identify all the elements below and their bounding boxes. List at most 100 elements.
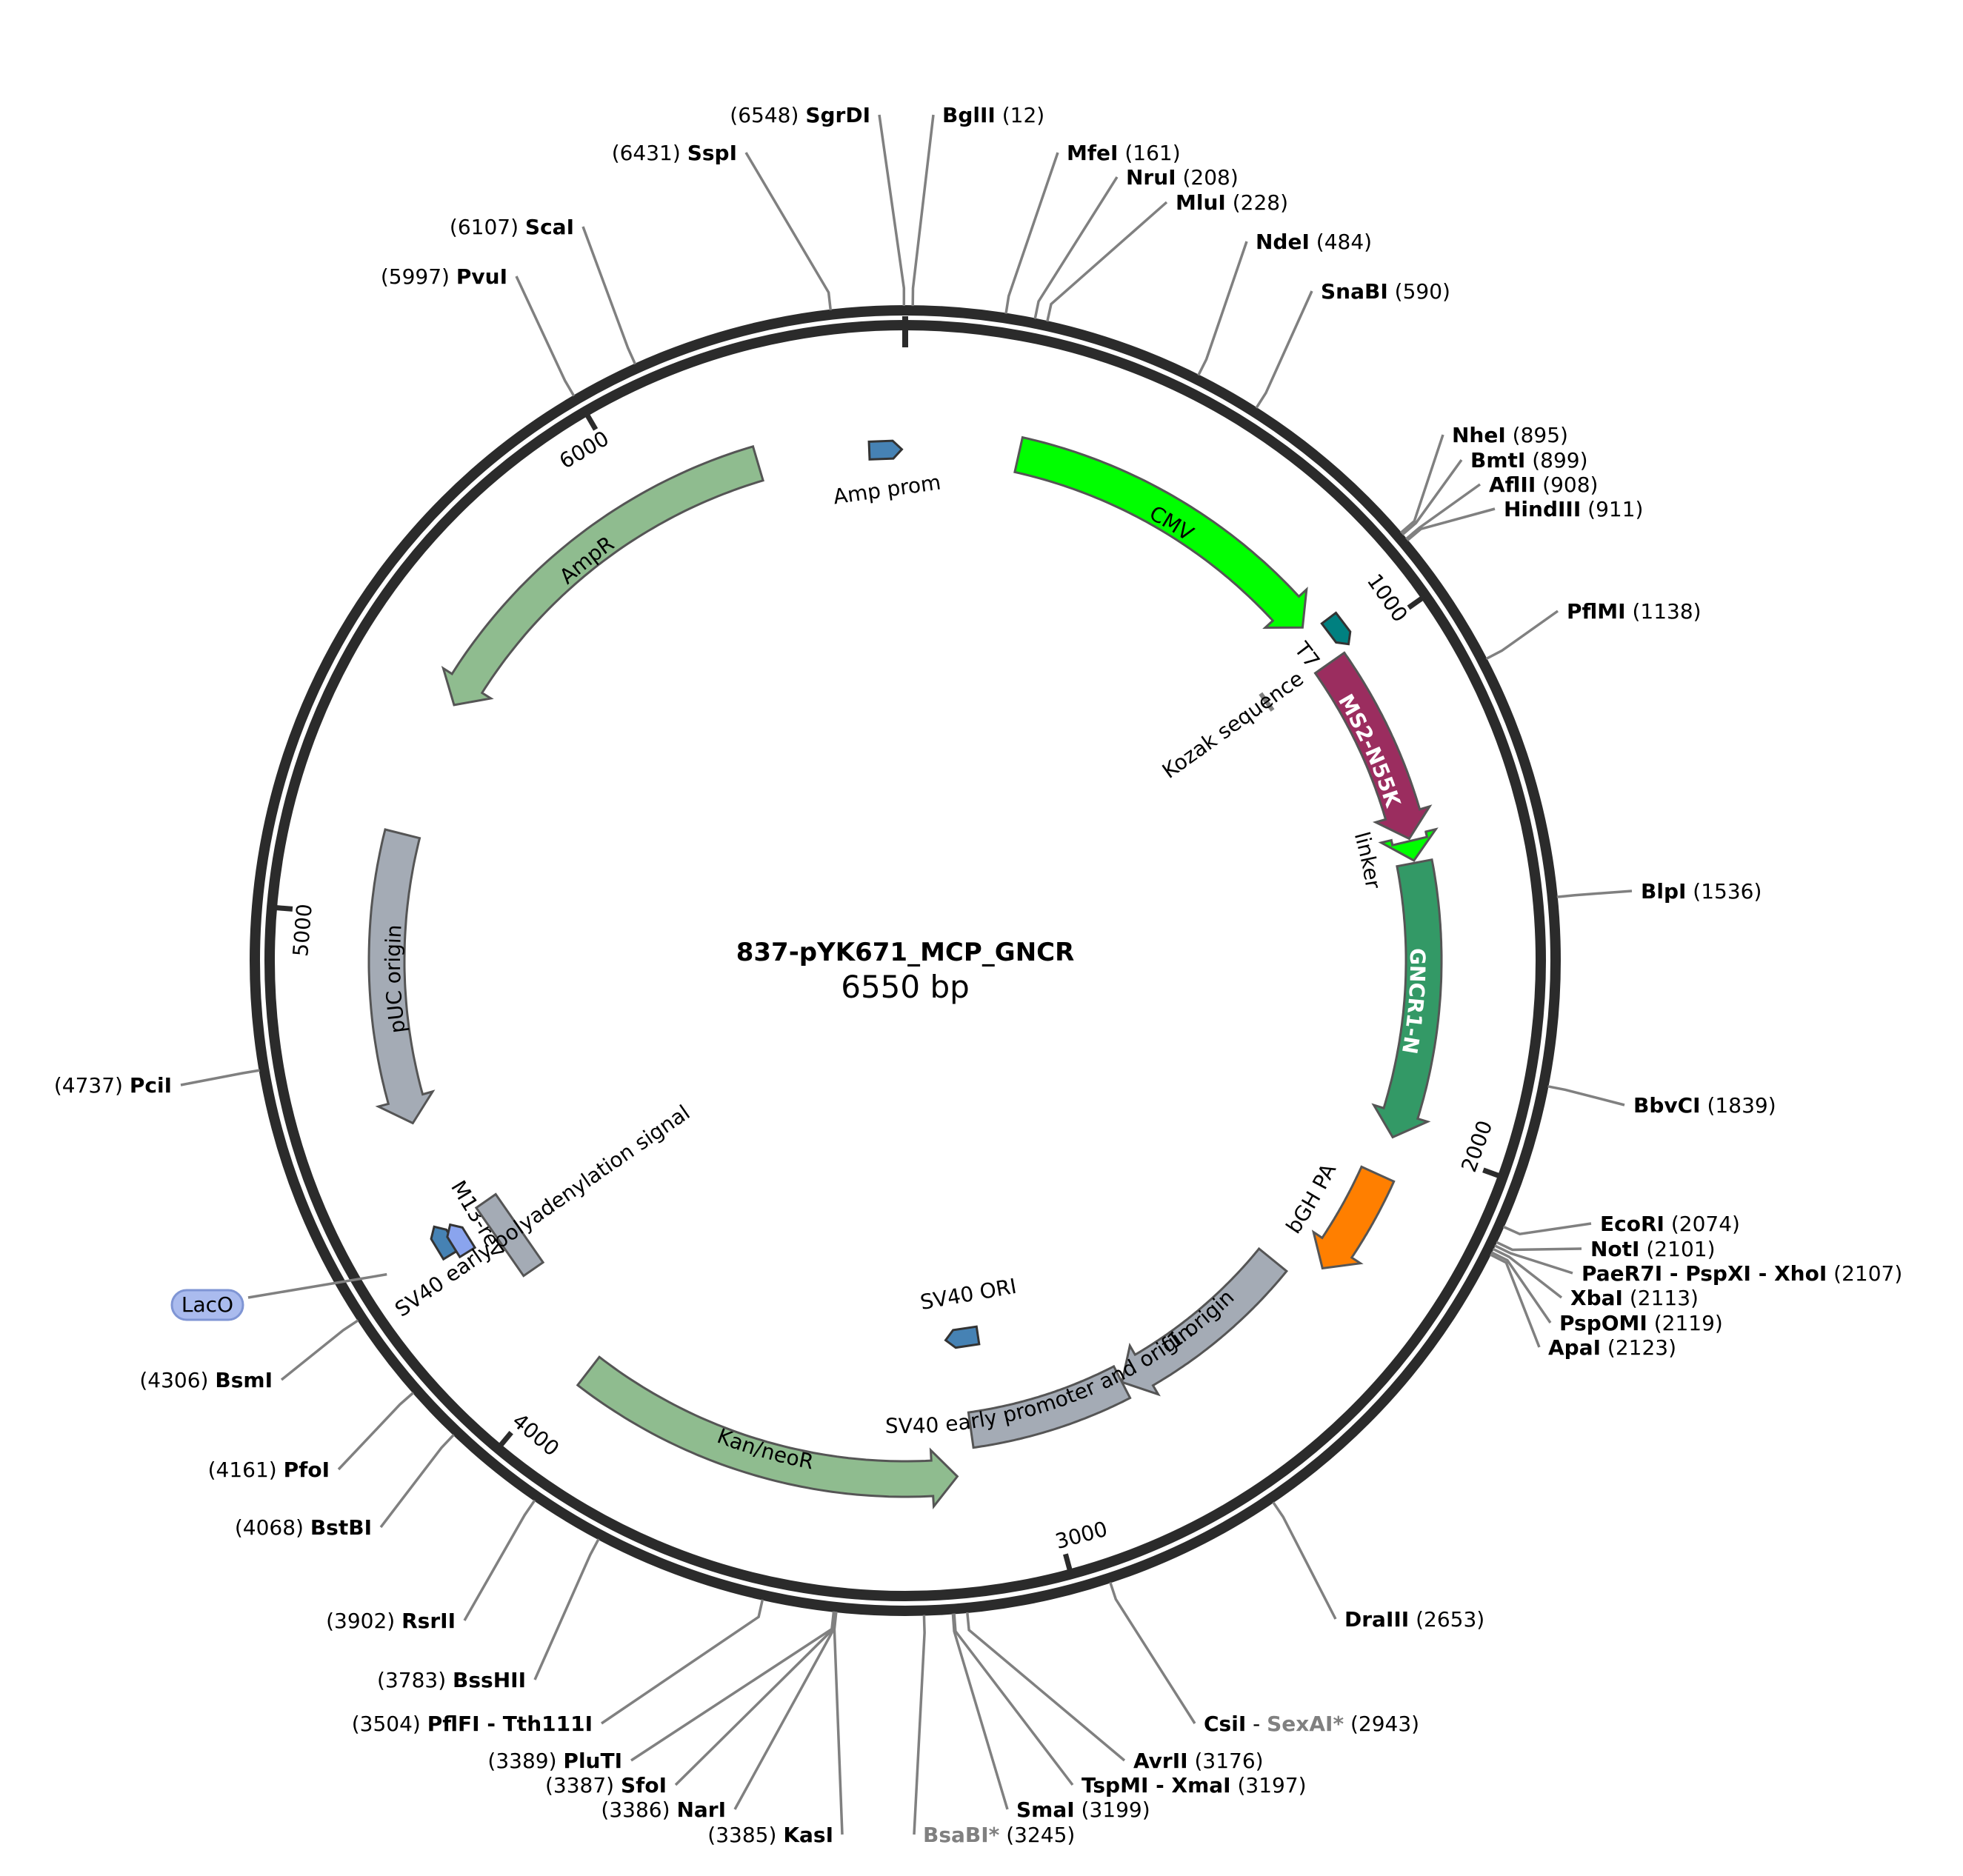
feature-puc-origin (367, 828, 436, 1125)
tick-2000 (1482, 1167, 1502, 1179)
leader-bmti (1402, 458, 1463, 536)
site-mlui: MluI (228) (1176, 190, 1288, 215)
leader-sgrdi (878, 114, 906, 306)
site-apai: ApaI (2123) (1548, 1335, 1676, 1360)
site-blpi: BlpI (1536) (1641, 879, 1762, 904)
leader-scai (581, 226, 637, 365)
site-noti: NotI (2101) (1590, 1237, 1716, 1261)
leader-paer7i-pspxi-xhoi (1494, 1244, 1573, 1275)
small-feature-label-kozak-sequence: Kozak sequence (1158, 666, 1308, 783)
leader-aflii (1405, 483, 1482, 541)
leader-avrii (966, 1612, 1126, 1762)
site-leaders (180, 114, 1633, 1835)
small-feature-t7 (1320, 611, 1352, 646)
site-snabi: SnaBI (590) (1321, 279, 1450, 304)
leader-pspomi (1490, 1251, 1552, 1323)
laco-leader (247, 1272, 387, 1299)
leader-csii (1109, 1581, 1196, 1724)
tick-3000 (1063, 1553, 1073, 1574)
site-scai: (6107) ScaI (450, 215, 574, 239)
site-bsshii: (3783) BssHII (377, 1668, 526, 1692)
site-smai: SmaI (3199) (1016, 1797, 1150, 1822)
site-bglii: BglII (12) (942, 103, 1044, 127)
feature-f1-origin (1120, 1246, 1289, 1397)
laco-pill (170, 1289, 244, 1321)
leader-rsrii (463, 1499, 536, 1621)
site-bmti: BmtI (899) (1470, 448, 1588, 473)
site-paer7i-pspxi-xhoi: PaeR7I - PspXI - XhoI (2107) (1582, 1261, 1902, 1286)
leader-pcii (180, 1069, 260, 1086)
tick-label-3000: 3000 (1053, 1517, 1110, 1554)
site-pcii: (4737) PciI (54, 1073, 172, 1098)
site-draiii: DraIII (2653) (1344, 1607, 1484, 1632)
site-ndei: NdeI (484) (1256, 230, 1372, 254)
plasmid-size: 6550 bp (841, 969, 970, 1005)
leader-hindiii (1406, 507, 1496, 541)
leader-nhei (1399, 434, 1444, 534)
site-sfoi: (3387) SfoI (545, 1773, 667, 1797)
small-feature-sv40-ori (944, 1325, 981, 1349)
site-sspi: (6431) SspI (612, 141, 737, 165)
tick-label-6000: 6000 (555, 426, 613, 473)
leader-kasi (833, 1611, 844, 1835)
leader-pflmi (1485, 610, 1559, 661)
tick-label-5000: 5000 (288, 903, 317, 958)
site-nrui: NruI (208) (1126, 165, 1239, 190)
site-sgrdi: (6548) SgrDI (730, 103, 870, 127)
tick-label-2000: 2000 (1456, 1118, 1497, 1175)
feature-ampr (441, 444, 764, 707)
site-tspmi-xmai: TspMI - XmaI (3197) (1082, 1773, 1307, 1797)
site-bstbi: (4068) BstBI (235, 1515, 372, 1540)
tick-6000 (584, 411, 599, 431)
site-pfoi: (4161) PfoI (208, 1458, 330, 1482)
leader-xbai (1492, 1247, 1563, 1299)
tick-5000 (273, 904, 293, 912)
laco-label: LacO (181, 1292, 233, 1317)
site-avrii: AvrII (3176) (1133, 1749, 1264, 1773)
feature-kan-neor (576, 1355, 959, 1510)
leader-nrui (1033, 176, 1119, 319)
leader-sfoi (674, 1611, 836, 1786)
site-pflfi-tth111i: (3504) PflFI - Tth111I (352, 1712, 593, 1736)
tick-4000 (496, 1430, 513, 1449)
leader-pluti (630, 1611, 836, 1762)
leader-mfei (1004, 152, 1059, 314)
leader-bbvci (1547, 1085, 1625, 1106)
laco-marker: LacO (170, 1272, 387, 1321)
feature-label-linker: linker (1350, 829, 1386, 891)
site-aflii: AflII (908) (1489, 473, 1598, 497)
site-bbvci: BbvCI (1839) (1633, 1093, 1776, 1118)
feature-linker (1378, 827, 1439, 862)
feature-cmv (1013, 435, 1308, 630)
small-feature-amp-prom (867, 439, 904, 461)
site-pvui: (5997) PvuI (381, 264, 507, 289)
leader-bglii (911, 114, 935, 307)
leader-blpi (1556, 889, 1633, 898)
site-csii: CsiI - SexAI* (2943) (1204, 1712, 1419, 1736)
leader-ecori (1502, 1222, 1592, 1236)
feature-sv40-early-promoter-and-origin (967, 1364, 1132, 1449)
leader-ndei (1197, 241, 1248, 376)
site-rsrii: (3902) RsrII (326, 1609, 456, 1633)
site-pluti: (3389) PluTI (487, 1749, 622, 1773)
site-kasi: (3385) KasI (707, 1823, 833, 1847)
leader-pflfi-tth111i (601, 1599, 764, 1725)
small-feature-label-amp-prom: Amp prom (832, 470, 942, 509)
leader-bstbi (379, 1434, 455, 1529)
leader-bsabi (913, 1615, 926, 1835)
feature-label-puc-origin: pUC origin (381, 924, 410, 1035)
site-bsabi: BsaBI* (3245) (923, 1823, 1075, 1847)
site-mfei: MfeI (161) (1067, 141, 1181, 165)
leader-bsshii (533, 1538, 600, 1680)
tick-label-1000: 1000 (1362, 570, 1413, 627)
restriction-sites: (6548) SgrDI BglII (12) (6431) SspI MfeI (1… (54, 103, 1902, 1847)
small-feature-label-sv40-ori: SV40 ORI (919, 1274, 1019, 1315)
site-pspomi: PspOMI (2119) (1559, 1311, 1723, 1335)
site-pflmi: PflMI (1138) (1567, 599, 1702, 624)
leader-bsmi (280, 1319, 359, 1381)
tick-1000 (1407, 594, 1426, 610)
leader-noti (1496, 1241, 1582, 1252)
leader-tspmi-xmai (953, 1613, 1074, 1786)
leader-smai (951, 1613, 1009, 1810)
